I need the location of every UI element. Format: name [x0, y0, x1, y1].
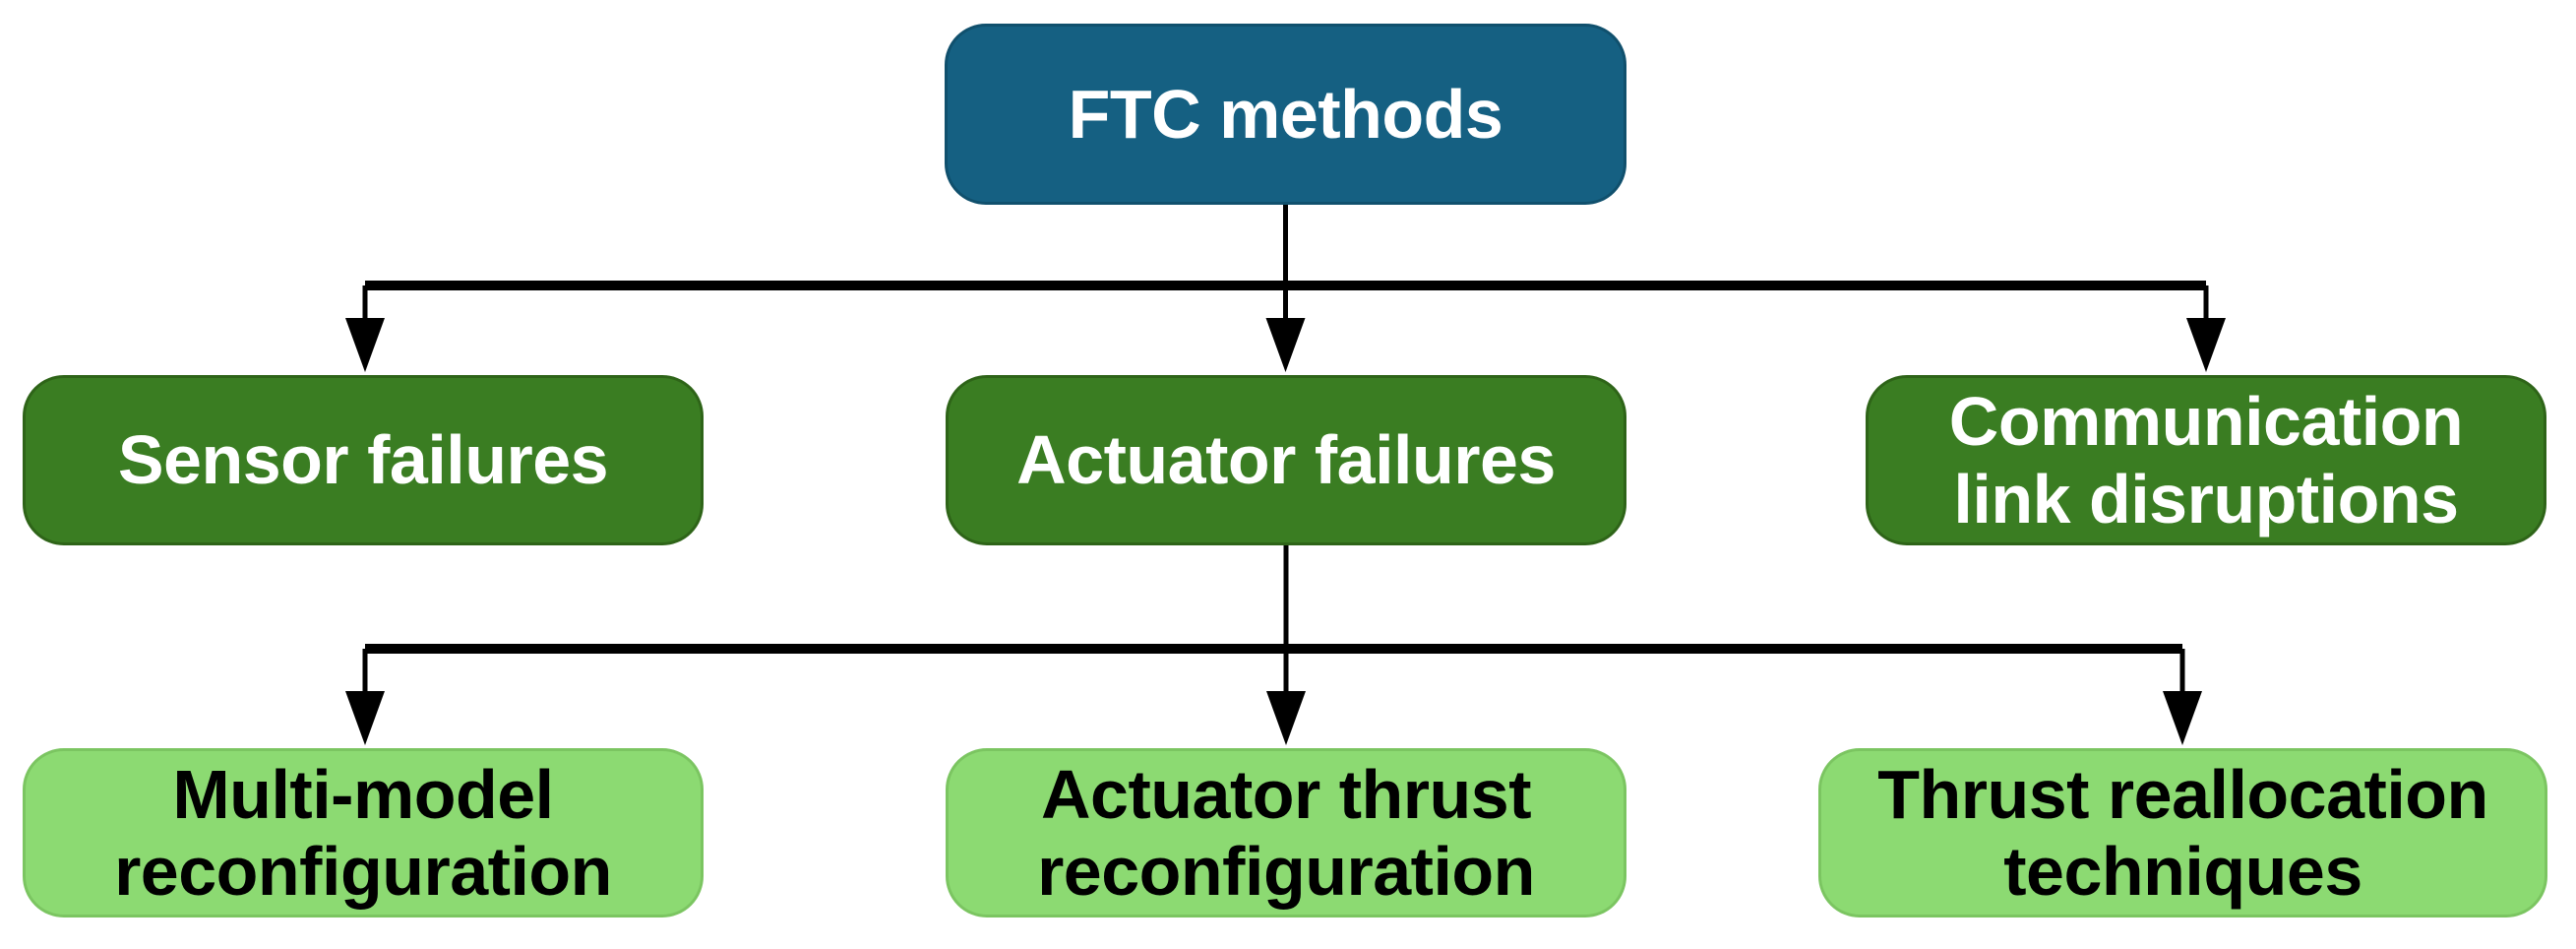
node-multi-model-reconfiguration: Multi-model reconfiguration	[23, 748, 704, 917]
node-label: Multi-model reconfiguration	[114, 755, 612, 910]
arrowhead-icon	[345, 691, 385, 745]
node-actuator-thrust-reconfiguration: Actuator thrust reconfiguration	[946, 748, 1626, 917]
connector-root-to-failures	[345, 205, 2226, 372]
node-communication-link-disruptions: Communication link disruptions	[1866, 375, 2546, 545]
node-label: Actuator thrust reconfiguration	[1037, 755, 1535, 910]
node-label: Communication link disruptions	[1948, 383, 2464, 538]
node-label: FTC methods	[1068, 75, 1503, 153]
connector-actuator-to-methods	[345, 545, 2202, 745]
arrowhead-icon	[2186, 318, 2226, 372]
node-actuator-failures: Actuator failures	[946, 375, 1626, 545]
arrowhead-icon	[1265, 318, 1306, 372]
node-label: Actuator failures	[1016, 421, 1556, 499]
node-thrust-reallocation-techniques: Thrust reallocation techniques	[1818, 748, 2547, 917]
arrowhead-icon	[2163, 691, 2202, 745]
node-label: Sensor failures	[117, 421, 609, 499]
node-ftc-methods: FTC methods	[945, 24, 1626, 205]
node-label: Thrust reallocation techniques	[1877, 755, 2488, 910]
arrowhead-icon	[1266, 691, 1306, 745]
node-sensor-failures: Sensor failures	[23, 375, 704, 545]
arrowhead-icon	[345, 318, 385, 372]
